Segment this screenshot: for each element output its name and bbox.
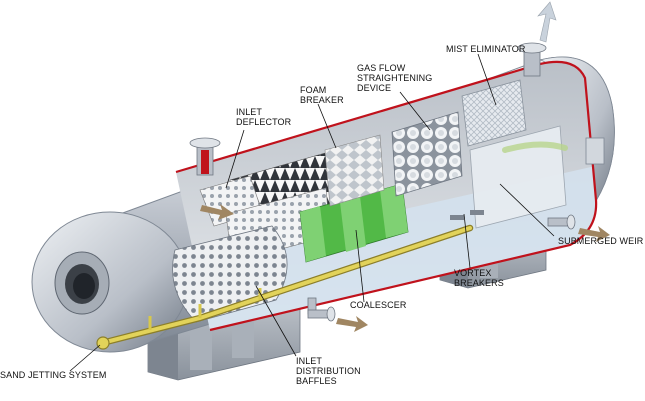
liquid-outlet-arrow-bottom — [336, 316, 368, 332]
liquid-outlet-arrow-right — [578, 226, 610, 242]
label-vortex-breakers: VORTEX BREAKERS — [454, 268, 504, 288]
mist-eliminator-mesh — [461, 79, 527, 147]
vortex-breakers — [450, 210, 484, 220]
chevron-pack — [324, 134, 385, 207]
submerged-weir — [469, 125, 567, 229]
label-coalescer: COALESCER — [350, 300, 407, 310]
inlet-flow-arrow — [200, 204, 234, 220]
liquid-outlet-nozzle-right — [547, 214, 576, 230]
top-nozzle-left — [189, 137, 221, 176]
liquid-outlet-nozzle-bottom — [307, 297, 336, 322]
label-foam-breaker: FOAM BREAKER — [300, 85, 344, 105]
label-inlet-deflector: INLET DEFLECTOR — [236, 107, 292, 127]
label-sand-jetting-system: SAND JETTING SYSTEM — [0, 370, 107, 380]
sand-jetting-pipe — [96, 224, 474, 350]
coalescer-pack — [299, 183, 409, 263]
gas-outlet-nozzle — [517, 42, 547, 77]
label-submerged-weir: SUBMERGED WEIR — [558, 236, 644, 246]
right-end-flange — [585, 137, 605, 165]
gas-flow-straightening-tubes — [391, 111, 463, 197]
leader-lines — [69, 53, 555, 372]
inlet-nozzle — [54, 251, 110, 315]
gas-flow-arrow — [502, 141, 568, 153]
gas-outlet-arrow — [537, 1, 557, 43]
label-gas-flow-straightening-device: GAS FLOW STRAIGHTENING DEVICE — [357, 63, 433, 93]
label-inlet-distribution-baffles: INLET DISTRIBUTION BAFFLES — [296, 356, 361, 386]
label-mist-eliminator: MIST ELIMINATOR — [446, 44, 526, 54]
